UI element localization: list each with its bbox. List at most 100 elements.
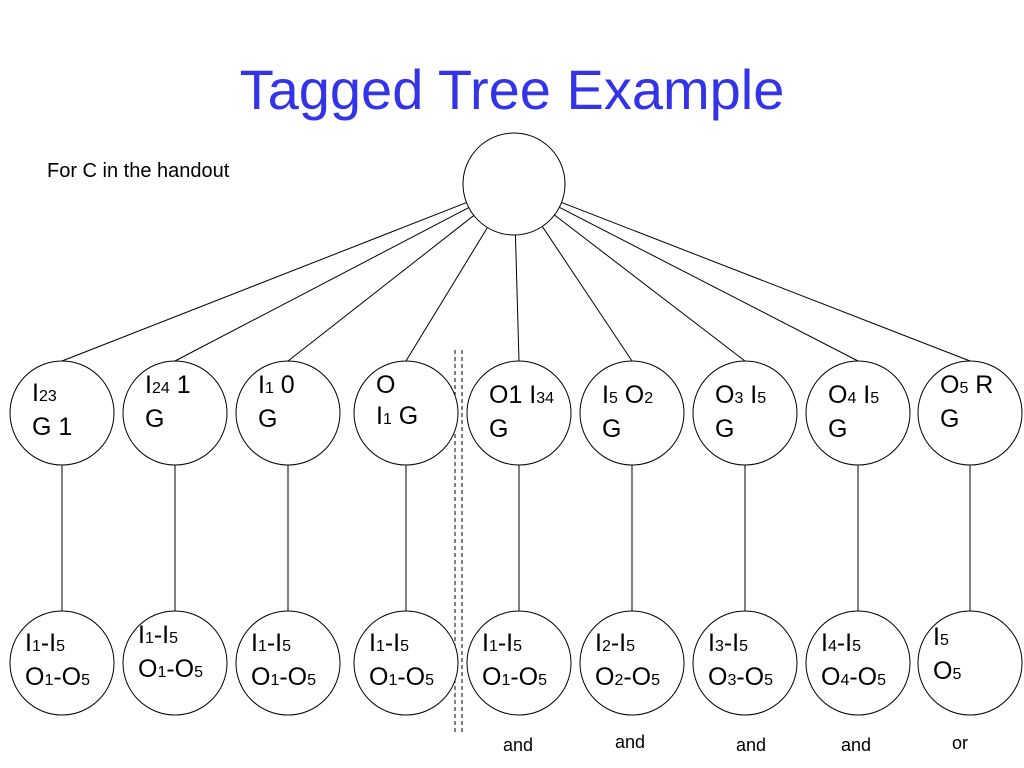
label-subscript: 5	[952, 666, 962, 683]
label-text: I	[145, 371, 152, 399]
label-subscript: 5	[870, 390, 880, 407]
label-subscript: 1	[388, 672, 398, 689]
edge-root-to-child	[514, 234, 520, 362]
label-text: -O	[510, 663, 539, 691]
leaf-node	[805, 610, 911, 716]
label-text: I	[369, 629, 376, 657]
label-subscript: 1	[31, 638, 41, 655]
label-text: G 1	[32, 413, 73, 441]
child-node	[805, 360, 911, 466]
label-subscript: 2	[644, 390, 654, 407]
edge-root-to-child	[554, 214, 746, 362]
label-text: I	[251, 629, 258, 657]
leaf-node	[579, 610, 685, 716]
label-text: O	[369, 663, 389, 691]
label-text: O	[595, 663, 615, 691]
label-text: -I	[266, 629, 283, 657]
label-subscript: 5	[852, 638, 862, 655]
label-text: G	[391, 402, 419, 430]
label-text: G	[940, 405, 960, 433]
leaf-node	[466, 610, 572, 716]
label-subscript: 5	[626, 638, 636, 655]
label-subscript: 1	[501, 672, 511, 689]
label-subscript: 1	[264, 380, 274, 397]
label-text: -O	[736, 663, 765, 691]
operator-label: and	[502, 735, 534, 755]
label-text: I	[708, 629, 715, 657]
label-text: -O	[397, 663, 426, 691]
label-text: I	[602, 381, 609, 409]
label-text: O1 I	[489, 381, 537, 409]
label-subscript: 1	[375, 638, 385, 655]
edge-root-to-child	[287, 215, 475, 362]
leaf-node	[692, 610, 798, 716]
child-node	[122, 360, 228, 466]
label-subscript: 4	[840, 672, 850, 689]
label-text: O	[617, 381, 645, 409]
label-text: I	[32, 379, 39, 407]
label-text: -I	[40, 629, 57, 657]
label-subscript: 5	[169, 630, 179, 647]
label-subscript: 5	[194, 664, 204, 681]
label-subscript: 1	[270, 672, 280, 689]
label-subscript: 5	[608, 390, 618, 407]
label-subscript: 5	[56, 638, 66, 655]
label-subscript: 5	[939, 632, 949, 649]
label-text: 1	[169, 371, 191, 399]
edge-root-to-child	[541, 226, 633, 362]
label-subscript: 2	[601, 638, 611, 655]
child-node	[466, 360, 572, 466]
label-subscript: 23	[38, 388, 57, 405]
label-subscript: 1	[257, 638, 267, 655]
label-text: G	[489, 415, 509, 443]
label-text: -O	[623, 663, 652, 691]
label-subscript: 5	[739, 638, 749, 655]
label-text: I	[376, 402, 383, 430]
label-subscript: 1	[144, 630, 154, 647]
label-subscript: 5	[400, 638, 410, 655]
label-subscript: 24	[151, 380, 170, 397]
label-text: O	[25, 663, 45, 691]
label-subscript: 5	[757, 390, 767, 407]
operator-label: or	[951, 733, 968, 753]
child-node-label: I23 G 1	[32, 378, 72, 443]
leaf-node	[353, 610, 459, 716]
operator-label: and	[840, 735, 872, 755]
label-text: -I	[384, 629, 401, 657]
leaf-node	[917, 610, 1023, 716]
label-text: O	[708, 663, 728, 691]
label-subscript: 5	[651, 672, 661, 689]
leaf-node	[122, 610, 228, 716]
child-node	[235, 360, 341, 466]
label-text: O	[821, 663, 841, 691]
label-subscript: 5	[877, 672, 887, 689]
label-text: O	[138, 655, 158, 683]
operator-label: and	[735, 735, 767, 755]
label-text: -O	[53, 663, 82, 691]
label-text: 0	[273, 371, 295, 399]
label-text: O	[376, 371, 396, 399]
edge-root-to-child	[561, 201, 971, 362]
label-text: I	[856, 381, 871, 409]
label-subscript: 5	[513, 638, 523, 655]
child-node	[579, 360, 685, 466]
label-subscript: 3	[714, 638, 724, 655]
edge-root-to-child	[174, 207, 470, 362]
label-text: I	[743, 381, 758, 409]
operator-label: and	[614, 732, 646, 752]
label-text: I	[25, 629, 32, 657]
label-text: G	[602, 415, 622, 443]
child-node	[692, 360, 798, 466]
root-node	[462, 132, 566, 236]
label-text: O	[251, 663, 271, 691]
